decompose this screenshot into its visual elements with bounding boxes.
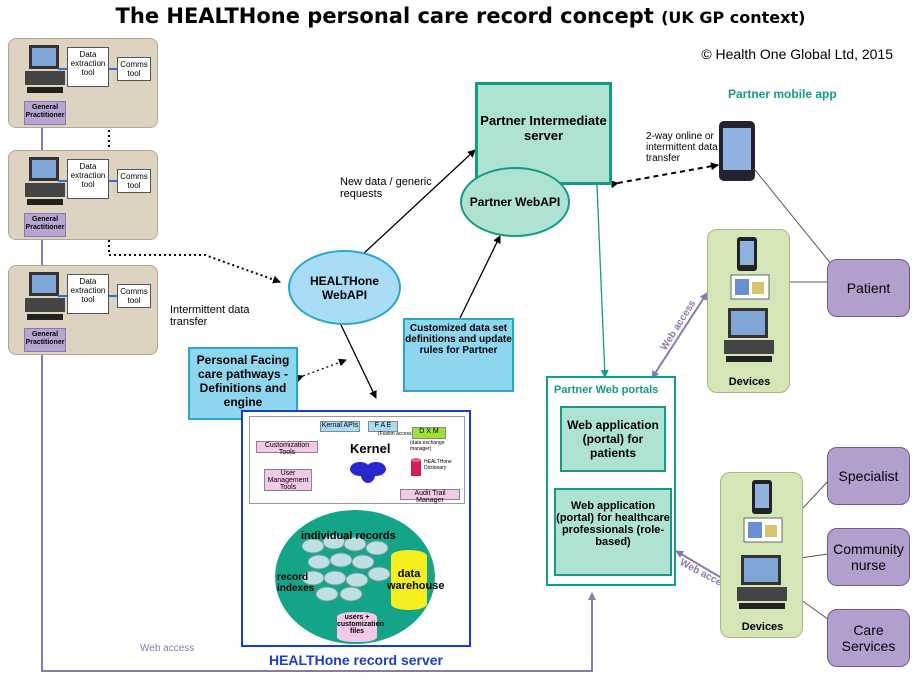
dxm-note: (data exchange manager) (410, 440, 445, 452)
healthone-webapi: HEALTHone WebAPI (288, 250, 401, 325)
care-services-box: Care Services (827, 609, 910, 667)
web-access-arrow-top (651, 292, 708, 379)
dxm-tag: D X M (412, 427, 446, 439)
intermittent-arrow (109, 254, 281, 284)
community-nurse-box: Community nurse (827, 528, 910, 586)
comms-tool: Comms tool (117, 57, 151, 81)
fae-note: (Fusion access facility) (378, 431, 429, 437)
pathways-arrow (295, 358, 347, 383)
partner-webapi-label: Partner WebAPI (469, 195, 561, 209)
partner-mobile-label: Partner mobile app (728, 87, 837, 101)
devices-label: Devices (741, 621, 784, 633)
gp-label: General Practitioner (24, 101, 66, 125)
phone-icon (737, 237, 757, 271)
nurse-link (799, 553, 829, 559)
computer-icon (25, 272, 65, 320)
data-extraction-tool: Data extraction tool (67, 47, 109, 87)
patient-box: Patient (827, 259, 910, 317)
customized-definitions-box: Customized data set definitions and upda… (403, 318, 514, 392)
intermittent-label: Intermittent data transfer (170, 304, 250, 328)
data-warehouse-cylinder (391, 550, 427, 610)
healthone-webapi-label: HEALTHone WebAPI (309, 273, 380, 302)
diagram-title: The HEALTHone personal care record conce… (0, 4, 921, 28)
user-management-tag: User Management Tools (264, 469, 312, 491)
record-server-box: Kernal APIs F A E (Fusion access facilit… (241, 410, 471, 647)
kernel-apis-tag: Kernal APIs (320, 421, 360, 432)
comms-tool: Comms tool (117, 284, 151, 308)
fae-tag: F A E (368, 421, 398, 432)
data-extraction-tool: Data extraction tool (67, 274, 109, 314)
link-arrow-icon (58, 180, 118, 182)
personal-facing-box: Personal Facing care pathways - Definiti… (188, 347, 298, 420)
web-access-label-bottom: Web access (140, 643, 195, 654)
audit-trail-tag: Audit Trail Manager (400, 489, 460, 504)
computer-icon (737, 555, 787, 609)
computer-icon (724, 308, 774, 362)
web-app-patients: Web application (portal) for patients (560, 406, 666, 472)
kernel-panel: Kernal APIs F A E (Fusion access facilit… (249, 416, 465, 504)
gp-label: General Practitioner (24, 328, 66, 352)
custom-partner-arrow (459, 235, 501, 319)
portal-arrow (592, 178, 609, 378)
title-main: The HEALTHone personal care record conce… (115, 4, 654, 28)
records-circle: individual records record indexes data w… (275, 510, 445, 644)
devices-box-patient: Devices (707, 229, 790, 393)
individual-records-label: individual records (301, 530, 396, 542)
computer-icon (25, 157, 65, 205)
gp-site-3: General Practitioner Data extraction too… (8, 265, 158, 355)
devices-label: Devices (728, 376, 771, 388)
users-files-label: users + customization files (337, 612, 384, 642)
gp-web-access-line (41, 354, 596, 672)
comms-tool: Comms tool (117, 169, 151, 193)
kernel-label: Kernel (350, 441, 391, 456)
data-extraction-tool: Data extraction tool (67, 159, 109, 199)
dictionary-label: HEALTHone Dictionary (424, 459, 452, 471)
link-arrow-icon (58, 68, 118, 70)
phone-icon (752, 480, 772, 514)
partner-web-portals: Partner Web portals Web application (por… (546, 376, 676, 586)
two-way-label: 2-way online or intermittent data transf… (646, 131, 718, 164)
gp-label: General Practitioner (24, 213, 66, 237)
phone-icon (719, 121, 755, 181)
dictionary-db-icon (411, 458, 421, 476)
copyright-text: © Health One Global Ltd, 2015 (701, 46, 893, 62)
record-indexes-label: record indexes (277, 572, 315, 594)
records-cloud-icon (301, 534, 391, 602)
tablet-icon (730, 274, 770, 300)
kernel-logo-icon (350, 462, 386, 483)
web-app-professionals: Web application (portal) for healthcare … (554, 488, 672, 576)
devices-box-professionals: Devices (720, 472, 803, 638)
customization-tools-tag: Customization Tools (256, 441, 318, 456)
partner-portals-label: Partner Web portals (554, 384, 659, 396)
partner-webapi: Partner WebAPI (460, 167, 570, 237)
new-data-label: New data / generic requests (340, 176, 432, 200)
link-arrow-icon (58, 295, 118, 297)
data-warehouse-label: data warehouse (387, 568, 445, 592)
record-server-label: HEALTHone record server (268, 652, 443, 668)
mobile-arrow (610, 162, 719, 189)
title-sub: (UK GP context) (661, 8, 806, 27)
patient-link (754, 169, 833, 266)
gp-site-2: General Practitioner Data extraction too… (8, 150, 158, 240)
specialist-box: Specialist (827, 447, 910, 505)
tablet-icon (743, 517, 783, 543)
computer-icon (25, 45, 65, 93)
gp-site-1: General Practitioner Data extraction too… (8, 38, 158, 128)
webapi-server-arrow (354, 149, 476, 263)
webapi-kernel-arrow (334, 316, 377, 399)
